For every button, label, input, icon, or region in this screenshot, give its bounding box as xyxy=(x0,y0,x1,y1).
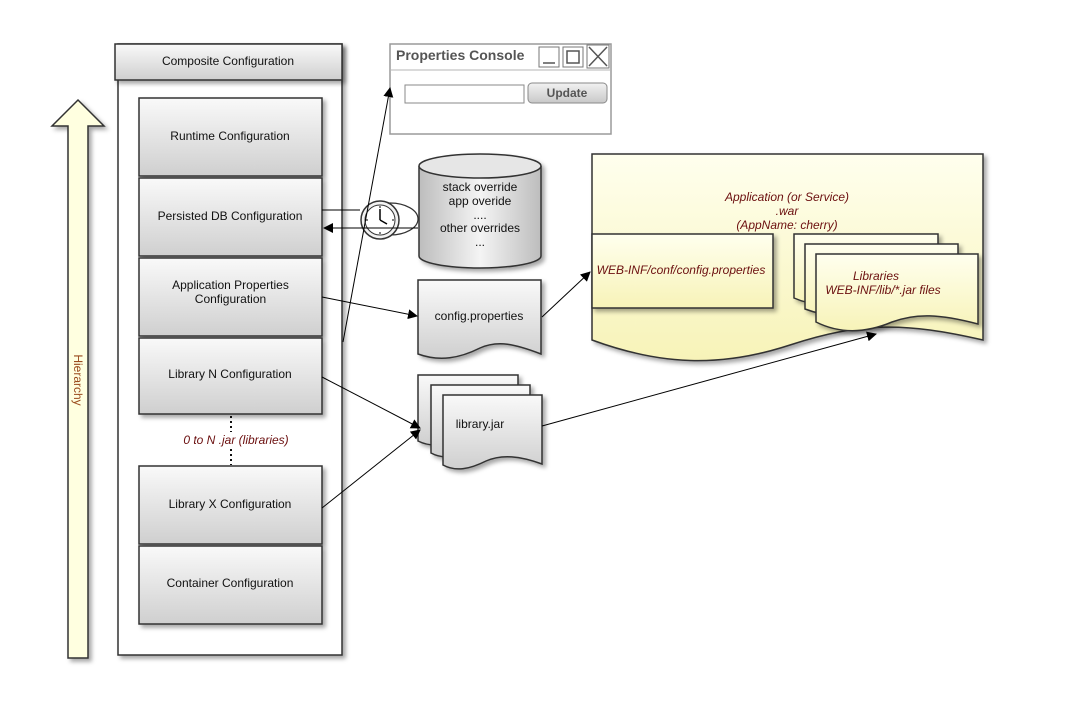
layer-runtime-label: Runtime Configuration xyxy=(170,129,289,143)
hierarchy-arrow: Hierarchy xyxy=(50,98,106,659)
config-properties-document: config.properties xyxy=(417,279,542,359)
db-line-2: app overide xyxy=(449,194,512,208)
layer-library-n-label: Library N Configuration xyxy=(168,367,291,381)
config-properties-label: config.properties xyxy=(435,309,524,323)
minimize-button[interactable] xyxy=(538,46,560,68)
libraries-note: 0 to N .jar (libraries) xyxy=(183,433,288,447)
application-title-line-3: (AppName: cherry) xyxy=(736,218,837,232)
web-inf-config-path: WEB-INF/conf/config.properties xyxy=(597,263,766,277)
arrow-appprops-to-config xyxy=(321,296,418,320)
libraries-line-2: WEB-INF/lib/*.jar files xyxy=(825,283,940,297)
application-title-line-1: Application (or Service) xyxy=(724,190,849,204)
maximize-icon xyxy=(566,50,580,64)
layer-library-x: Library X Configuration xyxy=(138,465,323,545)
composite-title: Composite Configuration xyxy=(162,54,294,68)
timer-clock-icon xyxy=(360,200,419,240)
application-war-note: Application (or Service) .war (AppName: … xyxy=(591,153,984,362)
close-button[interactable] xyxy=(586,44,610,69)
db-line-5: ... xyxy=(475,235,485,249)
properties-console-window: Properties Console Update xyxy=(389,43,612,135)
library-jar-documents: library.jar xyxy=(417,374,543,470)
db-line-4: other overrides xyxy=(440,221,520,235)
maximize-button[interactable] xyxy=(562,46,584,68)
hierarchy-label: Hierarchy xyxy=(71,354,85,405)
library-jar-label: library.jar xyxy=(456,417,504,431)
database-text: stack override app overide .... other ov… xyxy=(440,180,520,249)
arrow-composite-to-console xyxy=(342,87,394,343)
connectors xyxy=(321,87,877,509)
console-title: Properties Console xyxy=(396,47,525,63)
layer-library-n: Library N Configuration xyxy=(138,337,323,415)
layer-container: Container Configuration xyxy=(138,545,323,625)
console-input[interactable] xyxy=(404,84,525,104)
arrow-libraryn-to-jar xyxy=(321,376,421,429)
close-icon xyxy=(588,46,608,67)
layer-persisted-db-label: Persisted DB Configuration xyxy=(158,209,303,223)
db-line-3: .... xyxy=(473,208,486,222)
arrow-config-to-webinf xyxy=(541,271,591,318)
web-inf-config-box: WEB-INF/conf/config.properties xyxy=(591,233,774,309)
layer-container-label: Container Configuration xyxy=(167,576,294,590)
layer-runtime: Runtime Configuration xyxy=(138,97,323,177)
libraries-line-1: Libraries xyxy=(853,269,899,283)
arrow-libraryx-to-jar xyxy=(321,429,421,509)
override-database xyxy=(418,153,542,269)
update-button[interactable]: Update xyxy=(527,82,608,104)
libraries-stack: Libraries WEB-INF/lib/*.jar files xyxy=(793,233,979,332)
arrow-jar-to-libraries xyxy=(541,331,877,427)
application-title-line-2: .war xyxy=(776,204,800,218)
db-line-1: stack override xyxy=(443,180,518,194)
layer-persisted-db: Persisted DB Configuration xyxy=(138,177,323,257)
layer-library-x-label: Library X Configuration xyxy=(169,497,292,511)
composite-configuration: Composite Configuration Runtime Configur… xyxy=(114,43,343,656)
layer-application-properties: Application Properties Configuration xyxy=(138,257,323,337)
layer-application-properties-label: Application Properties Configuration xyxy=(172,278,289,306)
update-button-label: Update xyxy=(547,86,588,100)
